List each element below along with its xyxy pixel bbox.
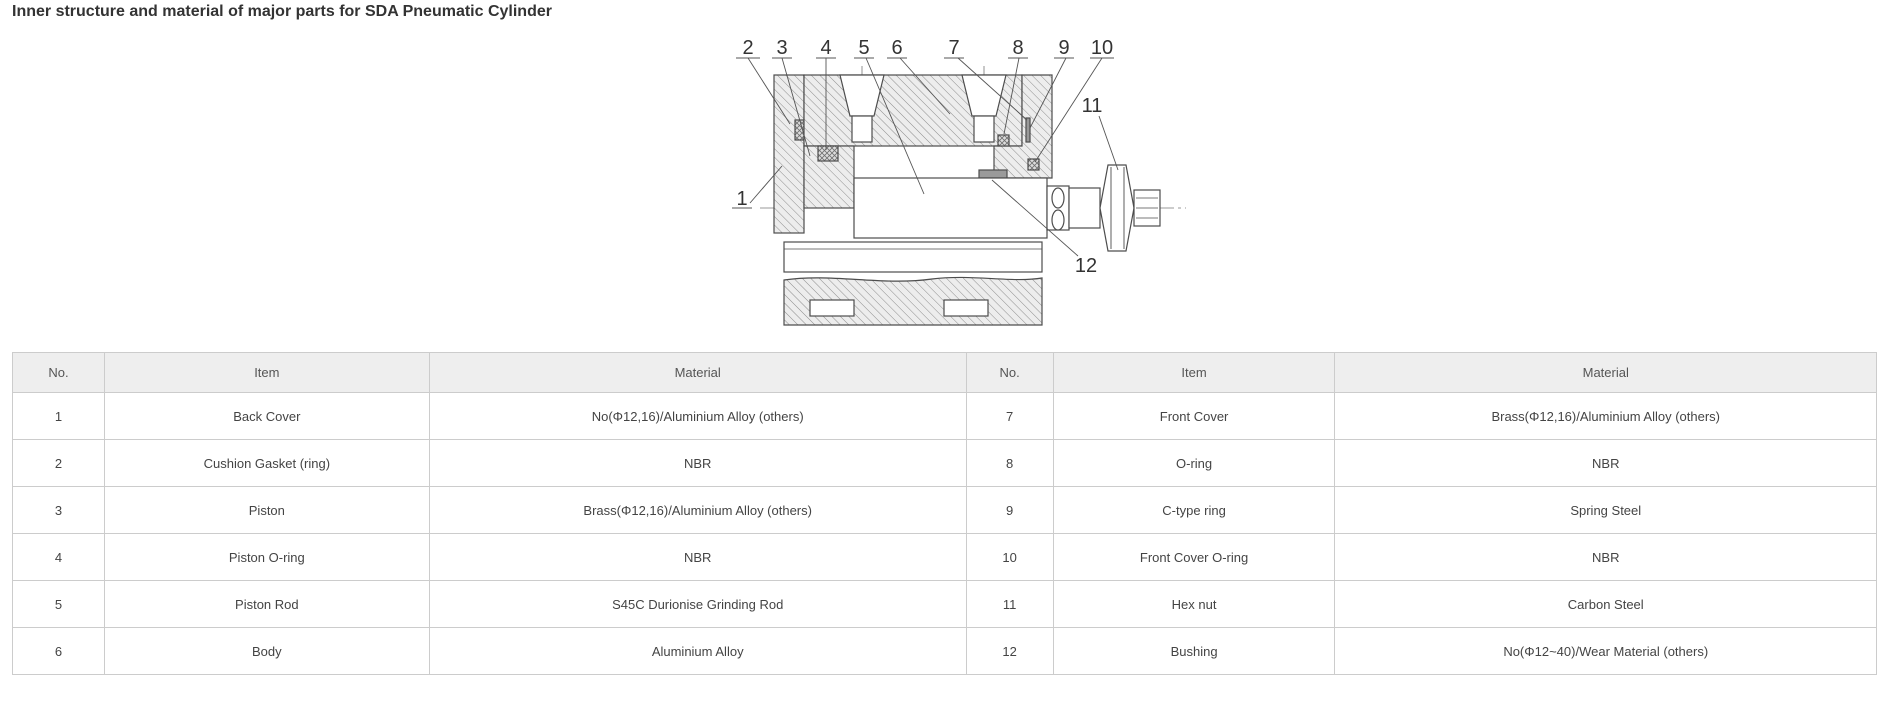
leader-3 — [781, 57, 811, 157]
cell-material: No(Φ12,16)/Aluminium Alloy (others) — [428, 392, 967, 440]
c-type-ring-shape — [1025, 117, 1031, 143]
leader-12 — [991, 179, 1079, 257]
part-label-7: 7 — [948, 37, 959, 59]
cylinder-diagram-svg: 1 2 3 4 5 6 7 8 9 10 11 12 — [732, 37, 1186, 326]
cell-item: Back Cover — [103, 392, 430, 440]
table-row: 3 Piston Brass(Φ12,16)/Aluminium Alloy (… — [12, 486, 1877, 534]
cell-material: NBR — [428, 439, 967, 487]
table-row: 1 Back Cover No(Φ12,16)/Aluminium Alloy … — [12, 392, 1877, 440]
cell-item: Body — [103, 627, 430, 675]
collar-hole-top — [1051, 187, 1065, 209]
leader-9 — [1029, 57, 1067, 129]
cell-no: 7 — [965, 392, 1054, 440]
front-cover-o-ring-shape — [1027, 158, 1040, 171]
leader-2 — [747, 57, 791, 125]
part-label-9: 9 — [1058, 37, 1069, 59]
cell-item: O-ring — [1052, 439, 1336, 487]
collar-hole-bottom — [1051, 209, 1065, 231]
leader-7 — [957, 57, 1028, 121]
cell-material: Carbon Steel — [1334, 580, 1877, 628]
cell-no: 12 — [965, 627, 1054, 675]
cell-item: Hex nut — [1052, 580, 1336, 628]
cell-no: 6 — [12, 627, 105, 675]
part-label-3: 3 — [776, 37, 787, 59]
cell-material: Brass(Φ12,16)/Aluminium Alloy (others) — [428, 486, 967, 534]
table-row: 4 Piston O-ring NBR 10 Front Cover O-rin… — [12, 533, 1877, 581]
cell-material: No(Φ12~40)/Wear Material (others) — [1334, 627, 1877, 675]
header-no-left: No. — [12, 352, 105, 393]
cell-no: 2 — [12, 439, 105, 487]
lower-body-rail — [783, 241, 1043, 273]
cell-material: Spring Steel — [1334, 486, 1877, 534]
bushing-shape — [978, 169, 1008, 179]
table-header-row: No. Item Material No. Item Material — [12, 352, 1877, 393]
leader-8 — [1003, 57, 1020, 135]
part-label-2: 2 — [742, 37, 753, 59]
cell-material: NBR — [1334, 439, 1877, 487]
leader-5 — [865, 57, 925, 195]
cell-no: 9 — [965, 486, 1054, 534]
leader-11 — [1098, 115, 1119, 171]
cell-material: Brass(Φ12,16)/Aluminium Alloy (others) — [1334, 392, 1877, 440]
piston-rod-shape — [853, 177, 1048, 239]
page-title: Inner structure and material of major pa… — [12, 3, 552, 20]
left-port — [839, 74, 885, 117]
left-port-bore — [851, 115, 873, 143]
cell-item: C-type ring — [1052, 486, 1336, 534]
leader-10 — [1034, 57, 1103, 163]
cell-item: Front Cover O-ring — [1052, 533, 1336, 581]
part-label-11: 11 — [1082, 95, 1103, 117]
cell-item: Bushing — [1052, 627, 1336, 675]
cell-material: S45C Durionise Grinding Rod — [428, 580, 967, 628]
cell-item: Piston O-ring — [103, 533, 430, 581]
part-label-1: 1 — [736, 188, 747, 210]
cell-material: NBR — [428, 533, 967, 581]
part-label-12: 12 — [1075, 255, 1097, 277]
header-item-right: Item — [1052, 352, 1336, 393]
header-material-right: Material — [1334, 352, 1877, 393]
cell-item: Front Cover — [1052, 392, 1336, 440]
part-label-4: 4 — [820, 37, 831, 59]
hex-nut-shape — [1099, 164, 1135, 252]
table-row: 5 Piston Rod S45C Durionise Grinding Rod… — [12, 580, 1877, 628]
right-port — [961, 74, 1007, 117]
cell-no: 4 — [12, 533, 105, 581]
table-row: 6 Body Aluminium Alloy 12 Bushing No(Φ12… — [12, 627, 1877, 675]
header-item-left: Item — [103, 352, 430, 393]
lower-slot-right — [943, 299, 989, 317]
cell-no: 1 — [12, 392, 105, 440]
part-label-5: 5 — [858, 37, 869, 59]
piston-o-ring-shape — [817, 145, 839, 162]
cell-no: 10 — [965, 533, 1054, 581]
right-port-bore — [973, 115, 995, 143]
cylinder-cross-section-diagram: 1 2 3 4 5 6 7 8 9 10 11 12 — [722, 28, 1192, 330]
cell-item: Piston Rod — [103, 580, 430, 628]
cell-material: NBR — [1334, 533, 1877, 581]
cell-no: 3 — [12, 486, 105, 534]
lower-slot-left — [809, 299, 855, 317]
header-material-left: Material — [428, 352, 967, 393]
cell-no: 8 — [965, 439, 1054, 487]
back-cover-shape — [773, 74, 805, 234]
parts-material-table: No. Item Material No. Item Material 1 Ba… — [12, 352, 1877, 675]
part-label-10: 10 — [1091, 37, 1113, 59]
cell-material: Aluminium Alloy — [428, 627, 967, 675]
cell-item: Piston — [103, 486, 430, 534]
cell-item: Cushion Gasket (ring) — [103, 439, 430, 487]
table-row: 2 Cushion Gasket (ring) NBR 8 O-ring NBR — [12, 439, 1877, 487]
rod-spacer — [1068, 187, 1101, 229]
header-no-right: No. — [965, 352, 1054, 393]
part-label-8: 8 — [1012, 37, 1023, 59]
cell-no: 5 — [12, 580, 105, 628]
cell-no: 11 — [965, 580, 1054, 628]
leader-1 — [749, 165, 783, 204]
part-label-6: 6 — [891, 37, 902, 59]
o-ring-shape — [997, 134, 1010, 147]
leader-6 — [899, 57, 951, 115]
